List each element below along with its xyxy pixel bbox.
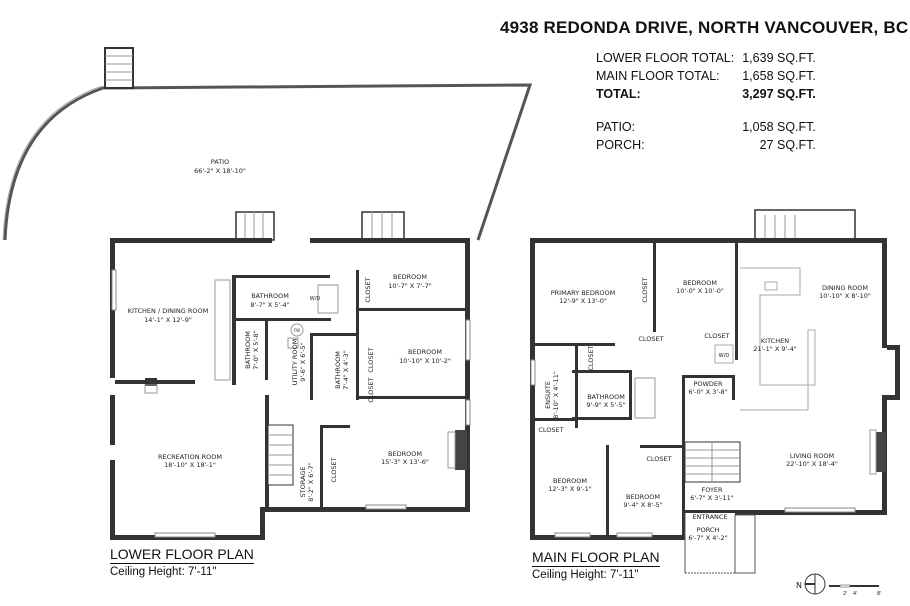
room-dim: 6'-0" X 3'-8" — [688, 388, 727, 396]
room-name: POWDER — [693, 380, 723, 388]
room-name: BEDROOM — [388, 450, 422, 458]
room-name: UTILITY ROOM — [291, 339, 299, 386]
room-dim: 6'-7" X 3'-11" — [690, 494, 734, 502]
room-name: ENTRANCE — [692, 513, 727, 521]
area-label: LOWER FLOOR TOTAL: — [596, 51, 735, 65]
room-name: BEDROOM — [408, 348, 442, 356]
room-dim: 14'-1" X 12'-9" — [144, 316, 192, 324]
fireplace — [876, 432, 886, 472]
room-name: KITCHEN — [761, 337, 789, 345]
room-name: LIVING ROOM — [790, 452, 834, 460]
room-dim: 8'-7" X 5'-4" — [250, 301, 289, 309]
room-dim: 18'-10" X 18'-1" — [164, 461, 216, 469]
room-dim: 10'-0" X 10'-0" — [676, 287, 724, 295]
room-dim: 7'-0" X 5'-8" — [252, 330, 260, 369]
patio-dim: 66'-2" X 18'-10" — [194, 167, 246, 175]
closet-label: CLOSET — [367, 347, 375, 372]
closet-label: CLOSET — [704, 332, 729, 340]
area-summary-table: LOWER FLOOR TOTAL: 1,639 SQ.FT. MAIN FLOO… — [596, 50, 816, 155]
room-dim: 9'-9" X 5'-5" — [586, 401, 625, 409]
room-dim: 15'-3" X 13'-6" — [381, 458, 429, 466]
closet-label: CLOSET — [367, 377, 375, 402]
area-label: PORCH: — [596, 138, 645, 152]
room-name: BEDROOM — [393, 273, 427, 281]
room-dim: 12'-3" X 9'-1" — [548, 485, 592, 493]
scale-tick: 2' — [843, 591, 848, 597]
main-floor-plan: W/D PRIMARY BEDROOM 12'-9" X 13'-0" BEDR… — [530, 209, 900, 574]
room-name: RECREATION ROOM — [158, 453, 222, 461]
room-dim: 9'-4" X 8'-5" — [623, 501, 662, 509]
patio-stairs — [104, 47, 134, 89]
room-dim: 8'-10" X 4'-11" — [552, 371, 560, 419]
scale-tick: 8' — [877, 591, 882, 597]
area-label: PATIO: — [596, 120, 636, 134]
area-value: 1,058 SQ.FT. — [742, 120, 816, 134]
scale-tick: 4' — [853, 591, 858, 597]
closet-label: CLOSET — [638, 335, 663, 343]
room-name: FOYER — [701, 486, 723, 494]
closet-label: CLOSET — [587, 345, 595, 370]
scale-bar: 2' 4' 8' — [829, 584, 882, 597]
room-dim: 10'-7" X 7'-7" — [388, 282, 432, 290]
area-row-patio: PATIO: 1,058 SQ.FT. — [596, 119, 816, 137]
interior-stairs — [684, 441, 741, 483]
patio: PATIO 66'-2" X 18'-10" — [2, 47, 533, 241]
room-name: BATHROOM — [587, 393, 625, 401]
area-row-main: MAIN FLOOR TOTAL: 1,658 SQ.FT. — [596, 68, 816, 86]
room-name: PORCH — [697, 526, 720, 534]
room-dim: 7'-4" X 4'-3" — [342, 350, 350, 389]
interior-stairs — [267, 424, 294, 486]
property-address-title: 4938 REDONDA DRIVE, NORTH VANCOUVER, BC — [500, 18, 909, 37]
room-dim: 21'-1" X 9'-4" — [753, 345, 797, 353]
room-name: ENSUITE — [544, 381, 552, 409]
lower-floor-ceiling: Ceiling Height: 7'-11" — [110, 566, 217, 578]
area-row-porch: PORCH: 27 SQ.FT. — [596, 137, 816, 155]
room-dim: 9'-6" X 6'-5" — [299, 342, 307, 381]
closet-label: CLOSET — [646, 455, 671, 463]
room-dim: 22'-10" X 18'-4" — [786, 460, 838, 468]
room-dim: 12'-9" X 13'-0" — [559, 297, 607, 305]
room-dim: 10'-10" X 8'-10" — [819, 292, 871, 300]
room-name: STORAGE — [299, 467, 307, 498]
room-name: BATHROOM — [244, 331, 252, 369]
room-dim: 10'-10" X 10'-2" — [399, 357, 451, 365]
room-dim: 8'-2" X 6'-7" — [307, 462, 315, 501]
room-dim: 6'-7" X 4'-2" — [688, 534, 727, 542]
area-row-lower: LOWER FLOOR TOTAL: 1,639 SQ.FT. — [596, 50, 816, 68]
closet-label: CLOSET — [641, 277, 649, 302]
area-label: TOTAL: — [596, 87, 641, 101]
area-row-total: TOTAL: 3,297 SQ.FT. — [596, 86, 816, 104]
room-name: KITCHEN / DINING ROOM — [128, 307, 209, 315]
area-value: 1,639 SQ.FT. — [742, 51, 816, 65]
room-name: PRIMARY BEDROOM — [551, 289, 615, 297]
area-value: 3,297 SQ.FT. — [742, 87, 816, 101]
north-label: N — [796, 581, 802, 590]
room-name: BEDROOM — [626, 493, 660, 501]
room-name: BATHROOM — [251, 292, 289, 300]
fireplace — [455, 430, 467, 470]
closet-label: CLOSET — [538, 426, 563, 434]
area-label: MAIN FLOOR TOTAL: — [596, 69, 720, 83]
area-value: 1,658 SQ.FT. — [742, 69, 816, 83]
closet-label: CLOSET — [364, 277, 372, 302]
room-name: BEDROOM — [553, 477, 587, 485]
furnace-label: FW — [294, 328, 300, 333]
deck-stairs — [754, 209, 856, 241]
area-value: 27 SQ.FT. — [759, 138, 816, 152]
room-name: BATHROOM — [334, 351, 342, 389]
stairs — [235, 211, 405, 241]
closet-label: CLOSET — [330, 457, 338, 482]
main-floor-title: MAIN FLOOR PLAN — [532, 549, 660, 567]
main-floor-ceiling: Ceiling Height: 7'-11" — [532, 569, 639, 581]
room-name: BEDROOM — [683, 279, 717, 287]
north-compass: N — [796, 573, 826, 595]
lower-floor-plan: W/D FW KITCHEN / DINING ROOM 14'-1" X 12… — [110, 211, 471, 540]
room-name: DINING ROOM — [822, 284, 868, 292]
washer-dryer-label: W/D — [310, 296, 321, 302]
patio-name: PATIO — [211, 158, 229, 166]
washer-dryer-label: W/D — [719, 353, 730, 359]
lower-floor-title: LOWER FLOOR PLAN — [110, 546, 254, 564]
